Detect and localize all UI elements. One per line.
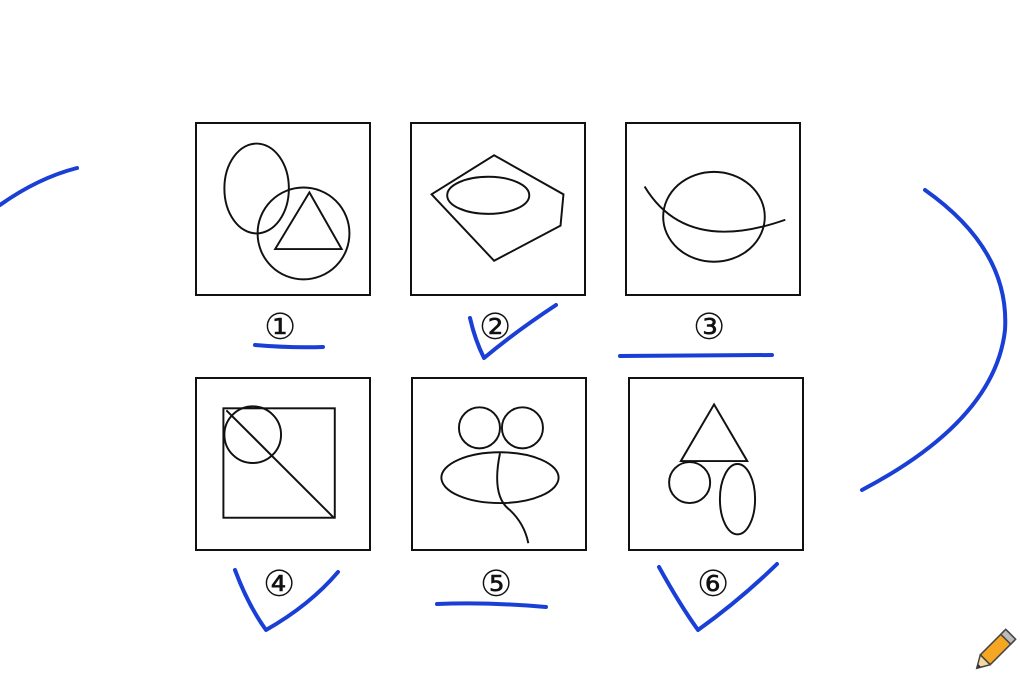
figure-6-box (628, 377, 804, 551)
figure-1-box (195, 122, 371, 296)
figure-4-label[interactable]: ④ (263, 564, 296, 605)
pencil-icon[interactable] (966, 625, 1020, 679)
figure-1-drawing (223, 142, 351, 281)
figure-6-label[interactable]: ⑥ (697, 564, 730, 605)
figure-4-drawing (222, 405, 336, 519)
right-bracket-stroke (860, 188, 1008, 492)
left-bracket-stroke (0, 166, 79, 207)
figure-3-box (625, 122, 801, 296)
figure-1-label[interactable]: ① (264, 307, 297, 348)
figure-3-drawing (643, 170, 786, 263)
figure-6-drawing (668, 402, 757, 536)
figure-4-box (195, 377, 371, 551)
figure-5-label[interactable]: ⑤ (480, 564, 513, 605)
underline-3 (618, 353, 774, 358)
figure-5-drawing (440, 406, 560, 544)
figure-3-label[interactable]: ③ (693, 307, 726, 348)
figure-2-drawing (430, 154, 565, 262)
figure-5-box (411, 377, 587, 551)
figure-2-label[interactable]: ② (479, 307, 512, 348)
figure-2-box (410, 122, 586, 296)
